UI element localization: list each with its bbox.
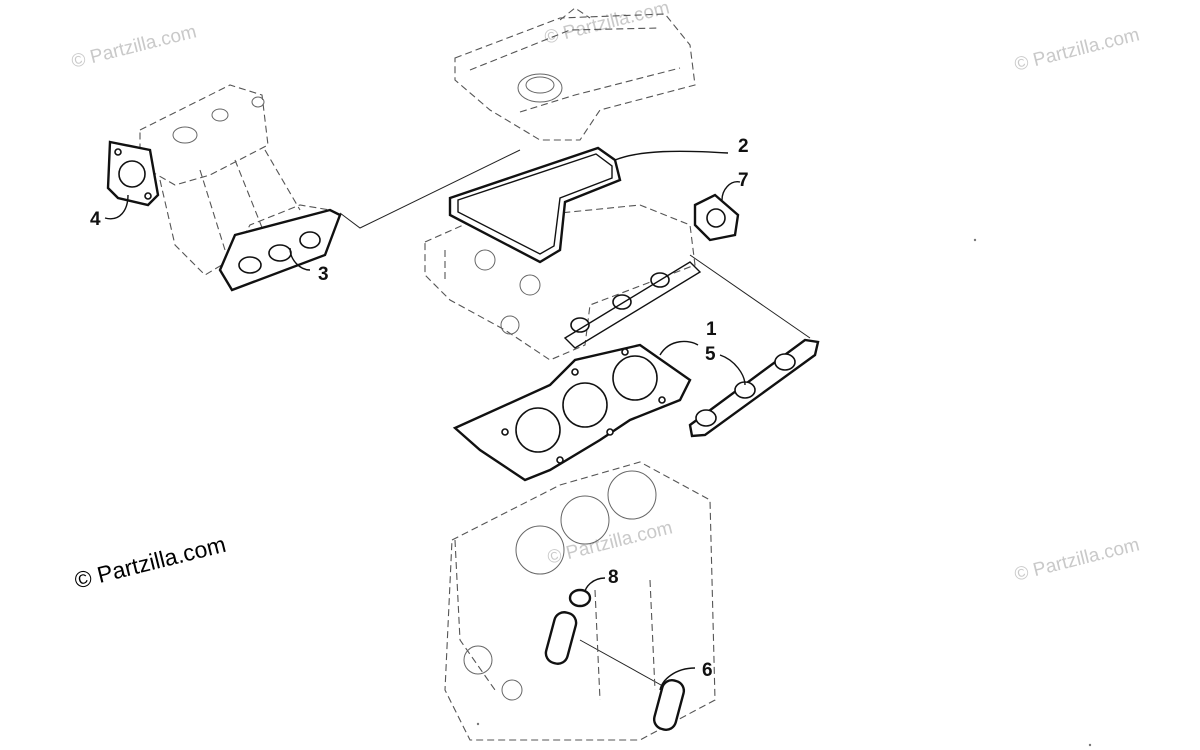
callout-6: 6 bbox=[702, 660, 713, 681]
cylinder-block-ghost bbox=[444, 461, 716, 741]
callout-7: 7 bbox=[738, 170, 749, 191]
gasket-2-valve-cover bbox=[448, 146, 622, 264]
gasket-5-exhaust bbox=[688, 338, 820, 438]
gasket-4-throttle-flange bbox=[106, 140, 160, 207]
speck-mark bbox=[476, 722, 480, 726]
callout-2: 2 bbox=[738, 136, 749, 157]
cylinder-head-cover-ghost bbox=[454, 7, 696, 141]
gasket-6-water-outlet bbox=[544, 611, 686, 731]
gasket-3-intake-manifold bbox=[218, 208, 342, 292]
callout-3: 3 bbox=[318, 264, 329, 285]
connector-line-water-outlet bbox=[579, 639, 671, 691]
speck-mark bbox=[1088, 743, 1092, 747]
callout-5: 5 bbox=[705, 344, 716, 365]
leader-lines bbox=[104, 150, 746, 691]
connector-line-exhaust bbox=[689, 254, 811, 339]
gasket-7-flange bbox=[693, 193, 740, 242]
gasket-1-head bbox=[452, 343, 692, 482]
callout-1: 1 bbox=[706, 319, 717, 340]
cylinder-head-ghost bbox=[424, 204, 702, 361]
gasket-8-o-ring bbox=[568, 588, 592, 608]
speck-mark bbox=[973, 238, 977, 242]
callout-8: 8 bbox=[608, 567, 619, 588]
connector-line-manifold bbox=[339, 149, 521, 229]
callout-4: 4 bbox=[90, 209, 101, 230]
